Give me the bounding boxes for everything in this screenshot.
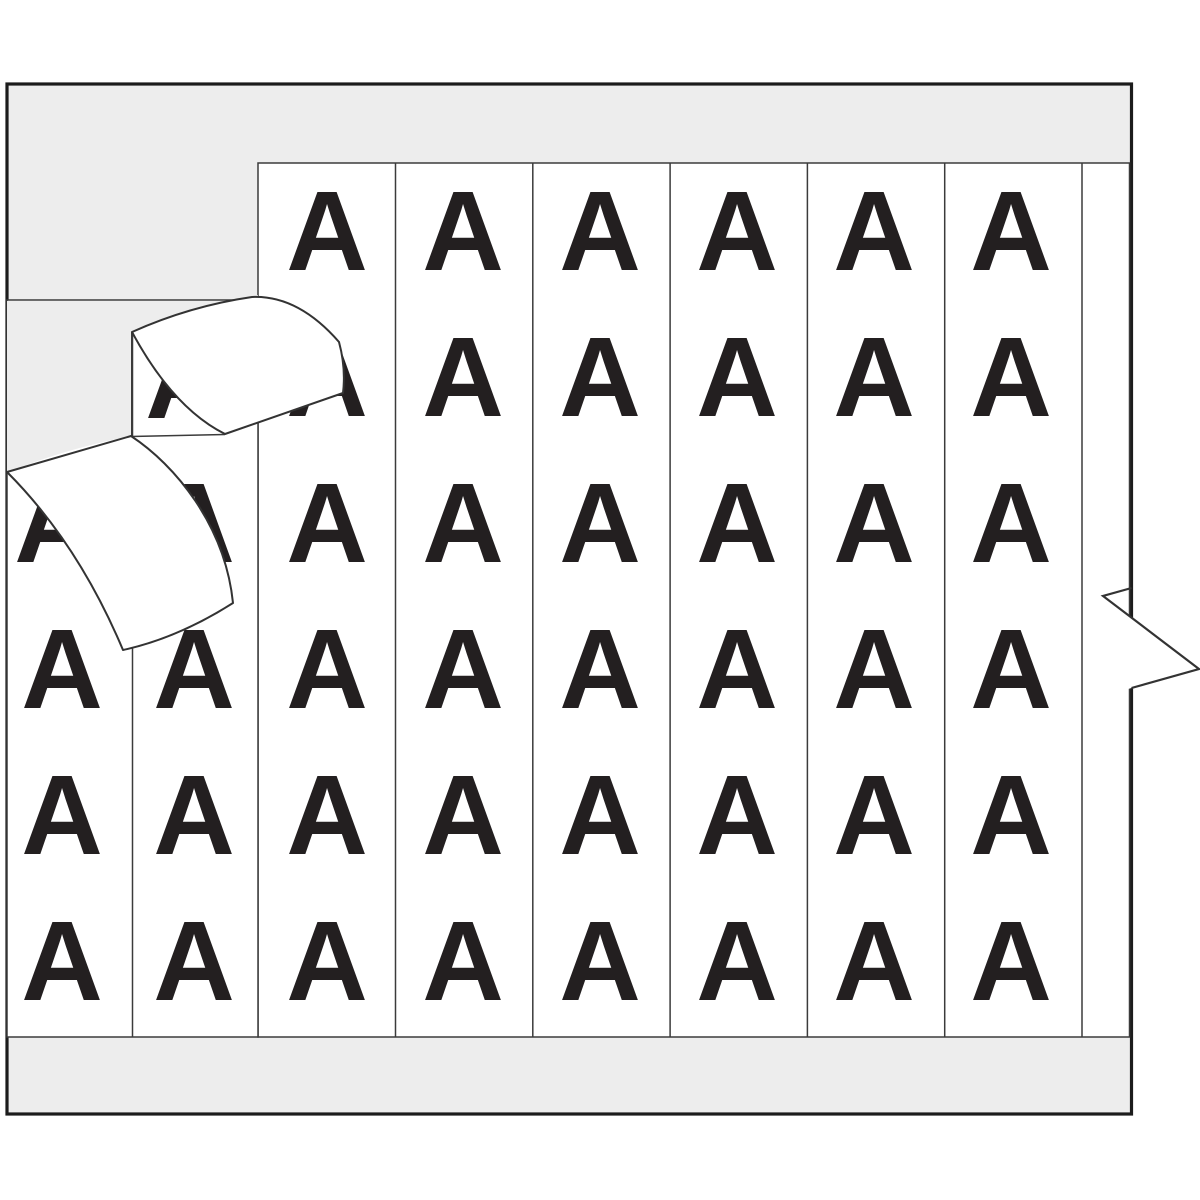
wire-marker-letter: A [153,898,235,1024]
wire-marker-letter: A [559,752,641,878]
wire-marker-letter: A [286,168,368,294]
peeling-label-upper [131,295,345,435]
wire-marker-letter: A [286,752,368,878]
peeled-away-area [7,295,258,473]
peeling-label-lower [6,435,234,651]
wire-marker-letter: A [970,168,1052,294]
wire-marker-letter: A [559,898,641,1024]
wire-marker-letter: A [970,460,1052,586]
wire-marker-letter: A [696,460,778,586]
wire-marker-letter: A [422,460,504,586]
wire-marker-letter: A [696,752,778,878]
wire-marker-letter: A [153,752,235,878]
wire-marker-letter: A [559,606,641,732]
wire-marker-letter: A [833,898,915,1024]
wire-marker-letter: A [286,898,368,1024]
wire-marker-letter: A [696,314,778,440]
wire-marker-letter: A [422,752,504,878]
wire-marker-letter: A [286,460,368,586]
label-strip-area-right [257,162,1131,1038]
wire-marker-letter: A [970,606,1052,732]
wire-marker-letter: A [422,168,504,294]
wire-marker-letter: A [970,898,1052,1024]
wire-marker-letter: A [286,606,368,732]
wire-marker-letter: A [21,606,103,732]
wire-marker-letter: A [833,460,915,586]
edge-notch-fill [1103,587,1199,689]
wire-marker-letter: A [559,460,641,586]
wire-marker-letter: A [422,898,504,1024]
wire-marker-letter: A [422,606,504,732]
wire-marker-letter: A [559,168,641,294]
wire-marker-letter: A [21,898,103,1024]
wire-marker-letter: A [833,314,915,440]
wire-marker-letter: A [833,752,915,878]
wire-marker-letter: A [833,168,915,294]
strip-separators [131,163,1083,1037]
wire-marker-letter: A [422,314,504,440]
wire-marker-letter: A [970,752,1052,878]
edge-notch-arrow [1100,586,1200,690]
wire-marker-letter: A [833,606,915,732]
wire-marker-letter: A [696,898,778,1024]
wire-marker-letter: A [696,606,778,732]
wire-marker-letter: A [696,168,778,294]
wire-marker-letter: A [559,314,641,440]
wire-marker-letter: A [21,752,103,878]
half-peeled-label-edges [130,332,226,438]
wire-marker-letter: A [970,314,1052,440]
